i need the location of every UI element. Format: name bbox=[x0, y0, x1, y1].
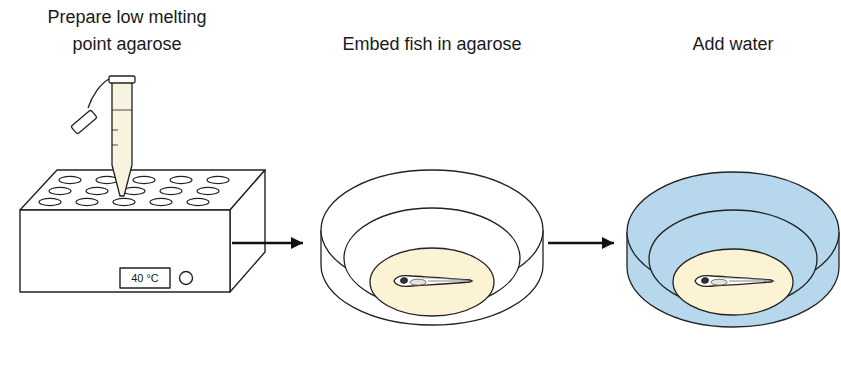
knob bbox=[180, 272, 193, 285]
petri-dish-water bbox=[627, 172, 839, 327]
agarose bbox=[673, 249, 793, 315]
step-panel: Prepare low melting point agarose bbox=[18, 165, 232, 325]
well bbox=[39, 198, 61, 205]
heat-block bbox=[20, 170, 265, 292]
well bbox=[207, 176, 229, 183]
well bbox=[170, 176, 192, 183]
well bbox=[160, 187, 182, 194]
well bbox=[59, 176, 81, 183]
well bbox=[49, 187, 71, 194]
well bbox=[113, 198, 135, 205]
process-arrow bbox=[232, 242, 303, 245]
well bbox=[197, 187, 219, 194]
step-panel: Embed fish in agarose bbox=[303, 165, 548, 325]
petri-dish bbox=[321, 170, 543, 325]
step-heading: Add water bbox=[623, 31, 841, 58]
display bbox=[120, 268, 170, 288]
well bbox=[76, 198, 98, 205]
well bbox=[187, 198, 209, 205]
well bbox=[150, 198, 172, 205]
process-arrow bbox=[548, 242, 614, 245]
step-heading: Prepare low melting point agarose bbox=[0, 4, 257, 58]
well bbox=[86, 187, 108, 194]
tube bbox=[71, 76, 135, 196]
step-heading: Embed fish in agarose bbox=[302, 31, 562, 58]
well bbox=[133, 176, 155, 183]
agarose bbox=[370, 248, 494, 316]
step-panel: Add water bbox=[614, 165, 836, 325]
temperature-display: 40 °C bbox=[120, 269, 170, 287]
